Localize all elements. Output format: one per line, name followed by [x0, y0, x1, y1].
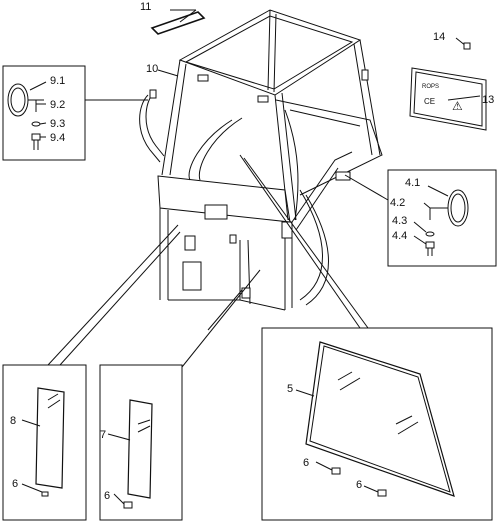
callout-9-4: 9.4 [50, 132, 65, 144]
callout-9-1: 9.1 [50, 75, 65, 87]
callout-14: 14 [433, 31, 445, 43]
callout-6-glass5-left: 6 [303, 457, 309, 469]
part-14-screw [455, 37, 471, 50]
callout-13: 13 [482, 94, 494, 106]
left-mirror-detail [2, 65, 148, 161]
callout-labels: 11 14 10 13 9.1 9.2 9.3 9.4 4.1 4.2 4.3 … [10, 1, 494, 502]
leader-lines [47, 154, 369, 373]
callout-6-glass8: 6 [12, 478, 18, 490]
right-mirror-detail [344, 169, 497, 267]
callout-4-2: 4.2 [390, 197, 405, 209]
callout-6-glass7: 6 [104, 490, 110, 502]
callout-5: 5 [287, 383, 293, 395]
callout-10: 10 [146, 63, 158, 75]
callout-6-glass5-right: 6 [356, 479, 362, 491]
decal-line-2: CE [424, 97, 435, 106]
part-11-roof-strip [150, 9, 206, 35]
callout-9-3: 9.3 [50, 118, 65, 130]
callout-4-3: 4.3 [392, 215, 407, 227]
part-8-glass-detail [2, 364, 87, 521]
callout-4-4: 4.4 [392, 230, 407, 242]
decal-line-1: ROPS [422, 84, 439, 90]
callout-7: 7 [100, 429, 106, 441]
callout-4-1: 4.1 [405, 177, 420, 189]
callout-11: 11 [140, 1, 151, 13]
part-13-decal: ROPS CE ⚠ [409, 67, 487, 131]
callout-9-2: 9.2 [50, 99, 65, 111]
part-7-glass-detail [99, 364, 183, 521]
part-5-glass-detail [261, 327, 493, 521]
callout-8: 8 [10, 415, 16, 427]
top-leaders [157, 69, 481, 101]
cab-frame [139, 9, 383, 311]
decal-warning-icon: ⚠ [452, 99, 463, 113]
